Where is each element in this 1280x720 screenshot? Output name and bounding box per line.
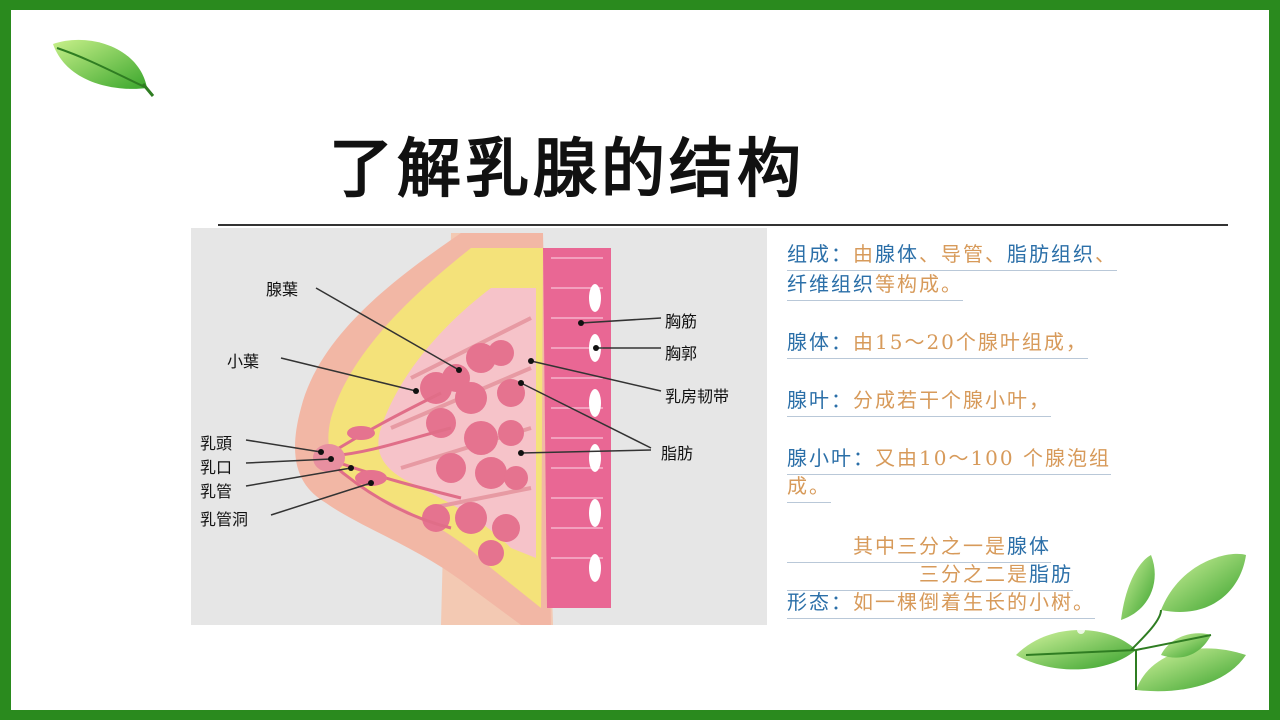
note-line-shape: 形态：如一棵倒着生长的小树。 <box>787 588 1095 619</box>
label-rib: 胸郭 <box>665 344 698 363</box>
note-line-ratio-fat: 三分之二是脂肪 <box>787 560 1073 591</box>
note-line-lobule-cont: 成。 <box>787 472 831 503</box>
breast-anatomy-diagram: 腺葉 小葉 乳頭 乳口 乳管 乳管洞 胸筋 胸郭 乳房韧带 脂肪 <box>191 228 767 625</box>
note-line-lobule: 腺小叶：又由10～100 个腺泡组 <box>787 444 1111 475</box>
label-orifice: 乳口 <box>200 458 233 477</box>
note-line-composition: 组成：由腺体、导管、脂肪组织、 <box>787 240 1117 271</box>
page-title: 了解乳腺的结构 <box>329 133 805 207</box>
note-line-lobe: 腺叶：分成若干个腺小叶， <box>787 386 1051 417</box>
label-ligament: 乳房韧带 <box>665 387 730 406</box>
note-line-composition-cont: 纤维组织等构成。 <box>787 270 963 301</box>
label-sinus: 乳管洞 <box>200 510 249 529</box>
label-fat: 脂肪 <box>661 444 694 463</box>
label-nipple: 乳頭 <box>200 434 233 453</box>
label-duct: 乳管 <box>200 482 233 501</box>
title-divider <box>218 224 1228 226</box>
note-line-ratio-gland: 其中三分之一是腺体 <box>787 532 1051 563</box>
anatomy-illustration <box>191 228 767 625</box>
label-lobe: 腺葉 <box>266 280 299 299</box>
label-lobule: 小葉 <box>227 352 260 371</box>
note-line-gland: 腺体：由15～20个腺叶组成， <box>787 328 1088 359</box>
label-muscle: 胸筋 <box>665 312 698 331</box>
leaf-icon <box>53 39 155 97</box>
leaves-decoration-icon <box>1016 553 1246 692</box>
